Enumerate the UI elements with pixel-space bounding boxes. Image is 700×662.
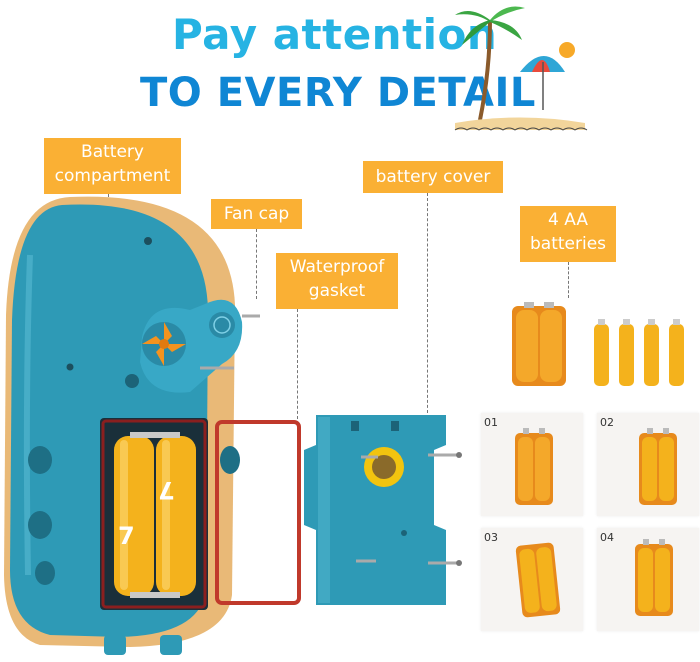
headline-pay-attention: Pay attention (172, 10, 498, 59)
battery-holder-step-4 (635, 539, 673, 616)
battery-holder-step-2 (639, 428, 677, 505)
aa-battery-icon (669, 319, 684, 386)
battery-cover-part (304, 415, 462, 605)
aa-battery-icon (644, 319, 659, 386)
beach-palm-illustration (454, 6, 588, 131)
aa-battery-icon (619, 319, 634, 386)
leader-line-fan-cap (256, 229, 257, 299)
label-aa-batteries: 4 AA batteries (520, 206, 616, 262)
aa-batteries-set (594, 319, 684, 386)
step-card-3: 03 (481, 528, 583, 631)
label-battery-cover: battery cover (363, 161, 503, 193)
fan-icon (142, 322, 186, 366)
leader-line-battery-cover (427, 193, 428, 418)
battery-compartment-cavity (100, 418, 208, 610)
step-card-2: 02 (597, 413, 699, 516)
step-number: 03 (484, 531, 498, 544)
step-card-1: 01 (481, 413, 583, 516)
aa-battery-icon (594, 319, 609, 386)
label-battery-compartment: Battery compartment (44, 138, 181, 194)
label-waterproof-gasket: Waterproof gasket (276, 253, 398, 309)
battery-holder-step-1 (515, 428, 553, 505)
battery-holder-pack (512, 302, 566, 386)
step-number: 02 (600, 416, 614, 429)
step-number: 01 (484, 416, 498, 429)
waterproof-gasket (215, 420, 301, 605)
step-number: 04 (600, 531, 614, 544)
leader-line-batteries (568, 262, 569, 298)
label-fan-cap: Fan cap (211, 199, 302, 229)
battery-marking-left: 7 (118, 522, 135, 550)
fan-housing (140, 299, 260, 393)
battery-holder-step-3 (515, 542, 561, 618)
leader-line-gasket (297, 309, 298, 419)
headline-every-detail: TO EVERY DETAIL (140, 70, 536, 116)
battery-marking-right: 7 (158, 476, 175, 504)
step-card-4: 04 (597, 528, 699, 631)
